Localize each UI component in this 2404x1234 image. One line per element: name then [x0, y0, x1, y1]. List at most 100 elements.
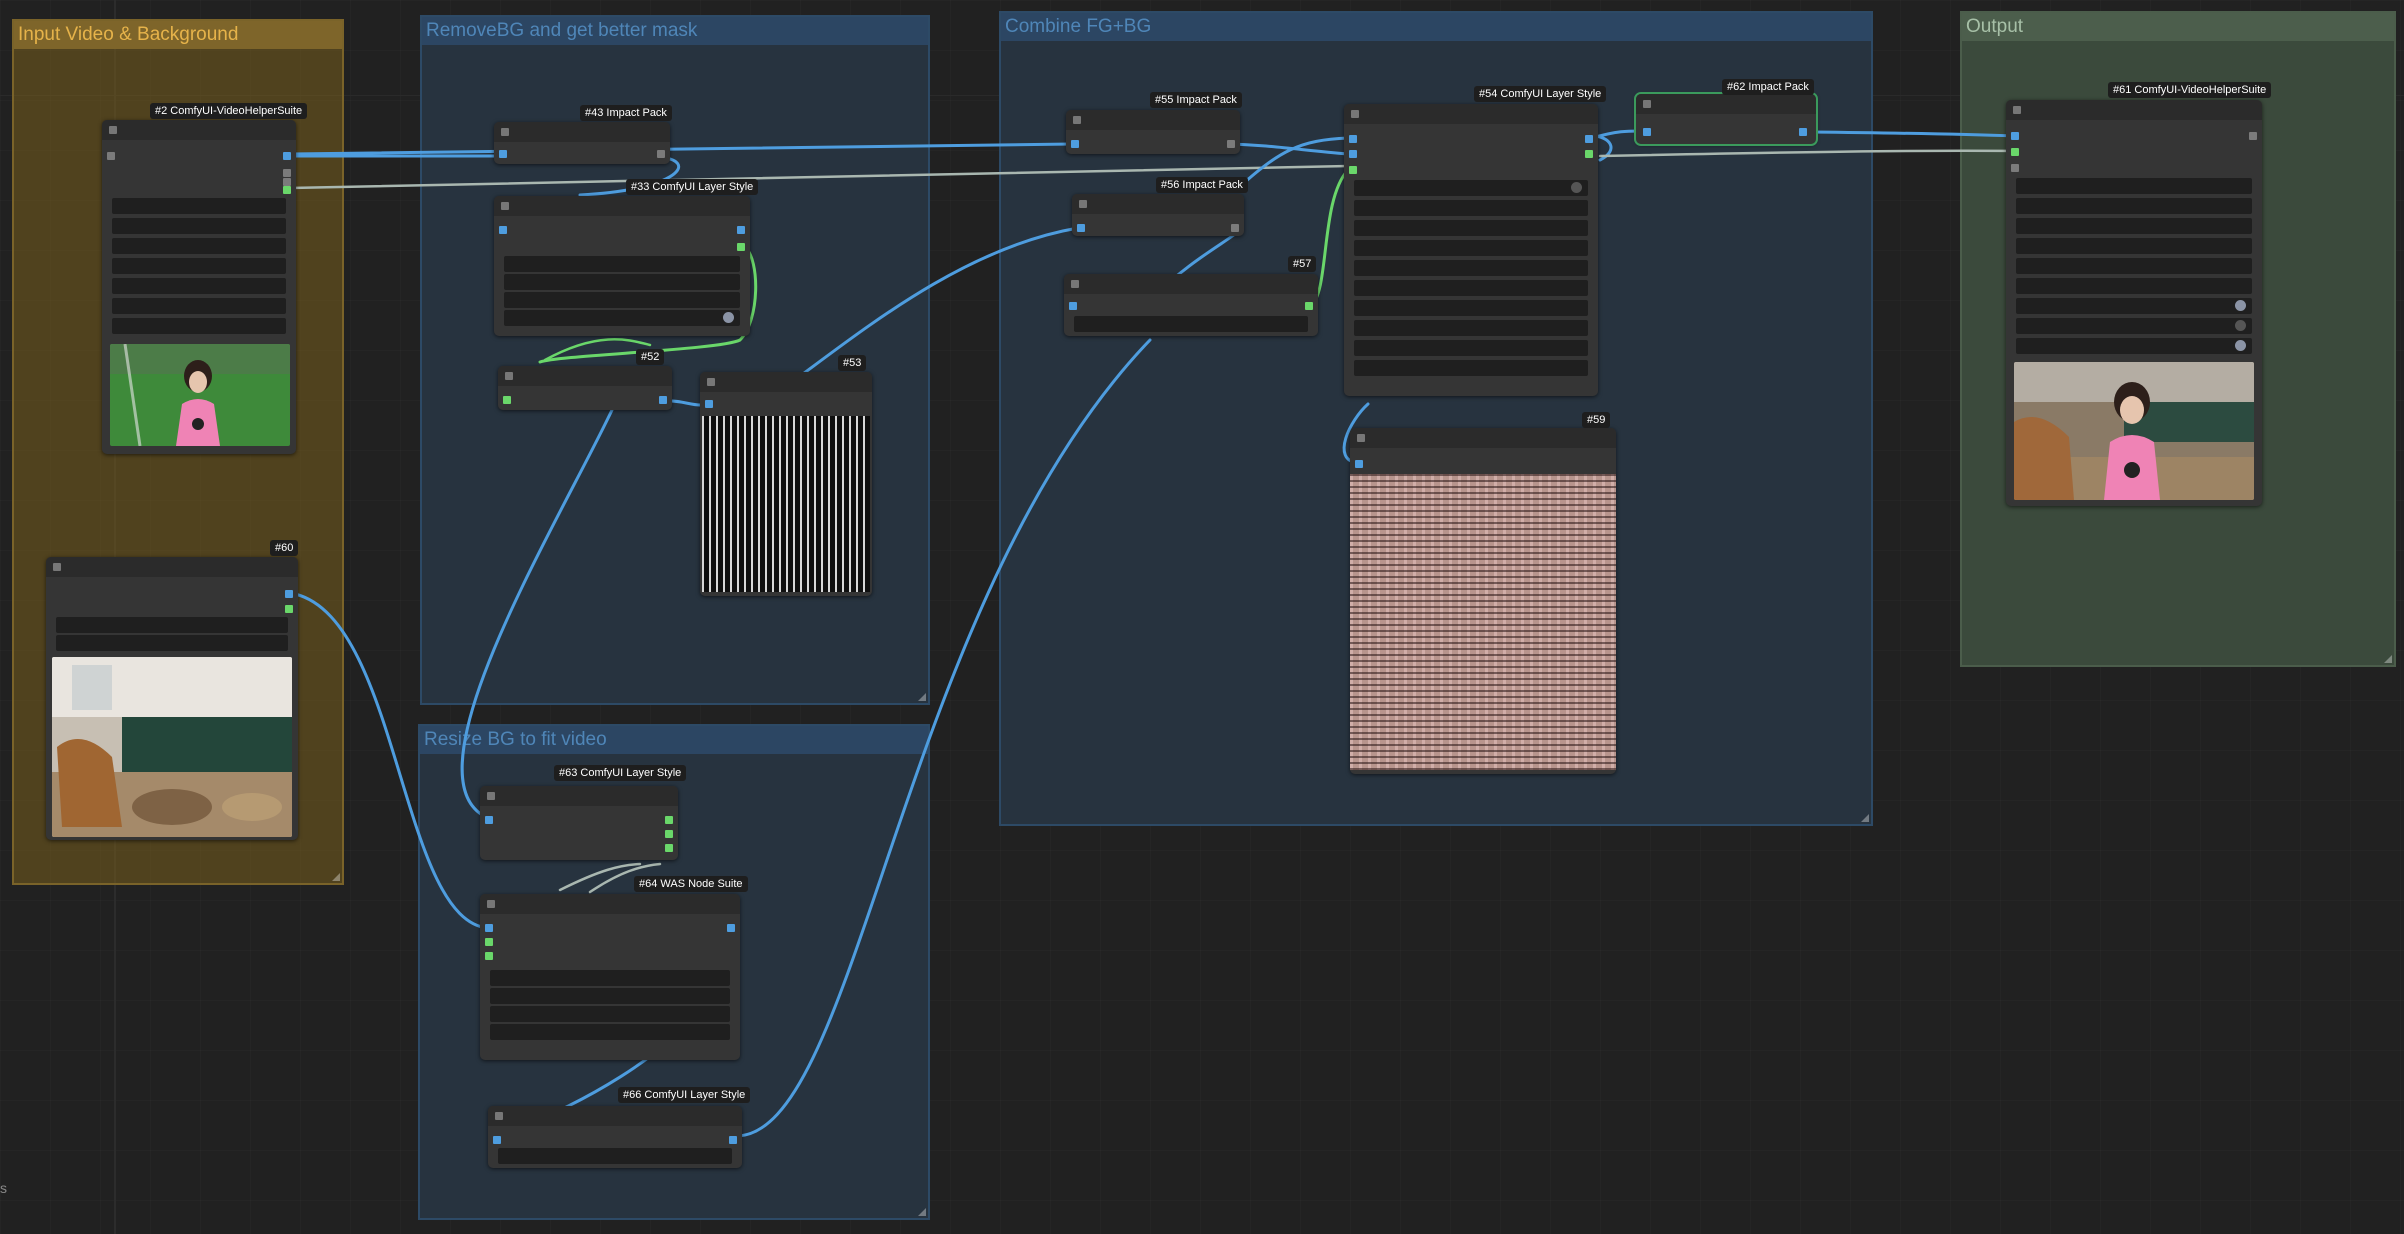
node-preview-mask[interactable]	[700, 372, 872, 596]
widget-toggle[interactable]	[504, 310, 740, 326]
widget-toggle[interactable]	[2016, 298, 2252, 314]
input-port-mask[interactable]	[1349, 166, 1357, 174]
input-port[interactable]	[2011, 148, 2019, 156]
node-image-scale[interactable]	[488, 1106, 742, 1168]
node-image-batch[interactable]	[1072, 194, 1244, 236]
widget-toggle[interactable]	[1354, 180, 1588, 196]
collapse-icon[interactable]	[495, 1112, 503, 1120]
output-port[interactable]	[283, 169, 291, 177]
widget-field[interactable]	[1354, 360, 1588, 376]
input-port[interactable]	[485, 938, 493, 946]
node-header[interactable]	[480, 894, 740, 914]
node-remove-background[interactable]	[494, 196, 750, 336]
widget-field[interactable]	[112, 278, 286, 294]
group-resize-handle[interactable]	[332, 873, 340, 881]
group-title[interactable]: Output	[1962, 13, 2394, 41]
node-image-blend[interactable]	[1344, 104, 1598, 396]
widget-field[interactable]	[2016, 238, 2252, 254]
node-preview-image[interactable]	[1350, 428, 1616, 774]
input-port-image[interactable]	[499, 226, 507, 234]
group-title[interactable]: Resize BG to fit video	[420, 726, 928, 754]
output-port[interactable]	[665, 830, 673, 838]
toggle-knob[interactable]	[2235, 320, 2246, 331]
output-port-mask[interactable]	[283, 186, 291, 194]
widget-field[interactable]	[504, 292, 740, 308]
group-resize-handle[interactable]	[2384, 655, 2392, 663]
group-title[interactable]: Combine FG+BG	[1001, 13, 1871, 41]
collapse-icon[interactable]	[501, 128, 509, 136]
output-port-image[interactable]	[285, 590, 293, 598]
input-port-mask[interactable]	[503, 396, 511, 404]
group-resize-handle[interactable]	[1861, 814, 1869, 822]
node-header[interactable]	[488, 1106, 742, 1126]
widget-field[interactable]	[490, 988, 730, 1004]
widget-field[interactable]	[112, 298, 286, 314]
collapse-icon[interactable]	[1643, 100, 1651, 108]
toggle-knob[interactable]	[2235, 300, 2246, 311]
collapse-icon[interactable]	[1351, 110, 1359, 118]
widget-field[interactable]	[112, 218, 286, 234]
widget-toggle[interactable]	[2016, 338, 2252, 354]
output-port[interactable]	[1231, 224, 1239, 232]
node-header[interactable]	[102, 120, 296, 140]
widget-field[interactable]	[112, 318, 286, 334]
input-port-image[interactable]	[2011, 132, 2019, 140]
node-header[interactable]	[1066, 110, 1240, 130]
widget-field[interactable]	[2016, 278, 2252, 294]
node-header[interactable]	[1350, 428, 1616, 448]
collapse-icon[interactable]	[109, 126, 117, 134]
node-image-batch[interactable]	[1066, 110, 1240, 154]
toggle-knob[interactable]	[2235, 340, 2246, 351]
collapse-icon[interactable]	[707, 378, 715, 386]
widget-field[interactable]	[498, 1148, 732, 1164]
widget-toggle[interactable]	[2016, 318, 2252, 334]
widget-field[interactable]	[2016, 198, 2252, 214]
output-port[interactable]	[283, 178, 291, 186]
input-port-image[interactable]	[485, 816, 493, 824]
collapse-icon[interactable]	[1357, 434, 1365, 442]
output-port-image[interactable]	[1799, 128, 1807, 136]
widget-field[interactable]	[1354, 220, 1588, 236]
group-resize-handle[interactable]	[918, 693, 926, 701]
node-header[interactable]	[1064, 274, 1318, 294]
node-header[interactable]	[1344, 104, 1598, 124]
collapse-icon[interactable]	[1073, 116, 1081, 124]
node-image-batch[interactable]	[494, 122, 670, 164]
toggle-knob[interactable]	[1571, 182, 1582, 193]
collapse-icon[interactable]	[1071, 280, 1079, 288]
widget-field[interactable]	[2016, 258, 2252, 274]
collapse-icon[interactable]	[53, 563, 61, 571]
input-port-image[interactable]	[1355, 460, 1363, 468]
widget-field[interactable]	[490, 1006, 730, 1022]
output-port-image[interactable]	[1585, 135, 1593, 143]
node-header[interactable]	[1072, 194, 1244, 214]
input-port-image[interactable]	[493, 1136, 501, 1144]
output-port[interactable]	[2249, 132, 2257, 140]
input-port[interactable]	[2011, 164, 2019, 172]
widget-field[interactable]	[1074, 316, 1308, 332]
output-port[interactable]	[1227, 140, 1235, 148]
node-load-image[interactable]	[46, 557, 298, 840]
widget-field[interactable]	[1354, 320, 1588, 336]
input-port[interactable]	[485, 952, 493, 960]
widget-field[interactable]	[504, 256, 740, 272]
widget-field[interactable]	[1354, 340, 1588, 356]
widget-field[interactable]	[1354, 240, 1588, 256]
widget-field[interactable]	[56, 635, 288, 651]
widget-field[interactable]	[1354, 280, 1588, 296]
node-video-combine[interactable]	[2006, 100, 2262, 506]
input-port-image[interactable]	[1643, 128, 1651, 136]
toggle-knob[interactable]	[723, 312, 734, 323]
output-port-image[interactable]	[727, 924, 735, 932]
node-header[interactable]	[46, 557, 298, 577]
output-port-image[interactable]	[737, 226, 745, 234]
input-port[interactable]	[107, 152, 115, 160]
widget-field[interactable]	[2016, 218, 2252, 234]
node-mask-processor[interactable]	[498, 366, 672, 410]
output-port-image[interactable]	[729, 1136, 737, 1144]
node-header[interactable]	[480, 786, 678, 806]
widget-field[interactable]	[112, 198, 286, 214]
input-port-image[interactable]	[1349, 150, 1357, 158]
node-header[interactable]	[498, 366, 672, 386]
output-port-mask[interactable]	[1585, 150, 1593, 158]
